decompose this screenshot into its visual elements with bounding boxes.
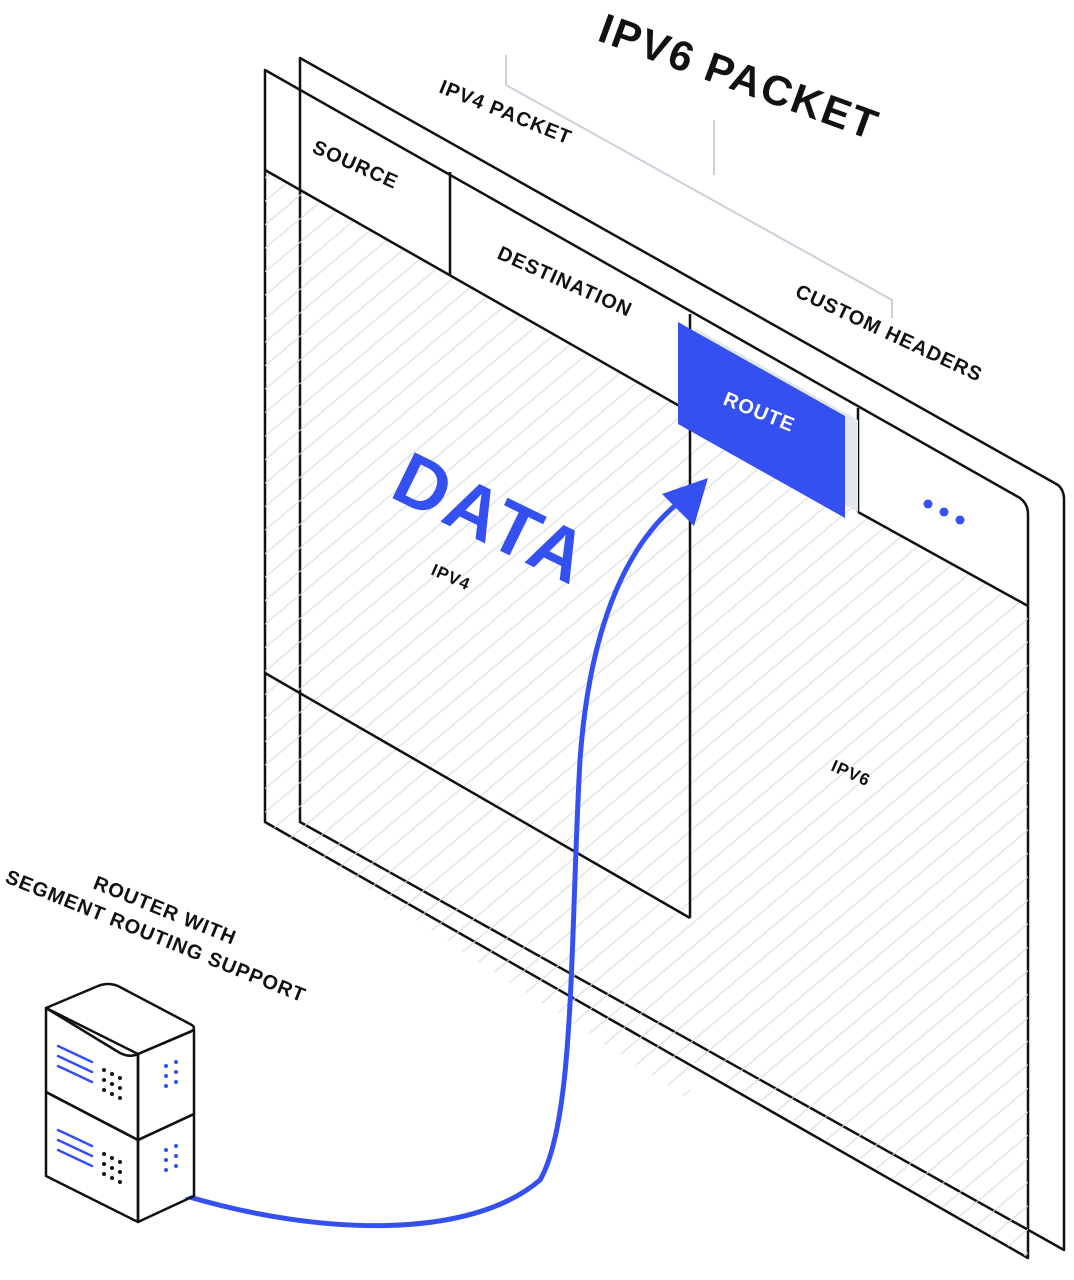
ipv6-packet-bracket xyxy=(505,55,893,318)
router-server-stack-icon xyxy=(44,975,198,1224)
source-label: SOURCE xyxy=(309,136,402,193)
more-headers-ellipsis-icon xyxy=(923,499,965,525)
ipv6-back-panel xyxy=(298,56,1066,1252)
routing-arrow xyxy=(183,497,685,1229)
routing-arrowhead-icon xyxy=(662,478,708,526)
custom-headers-label: CUSTOM HEADERS xyxy=(792,281,986,387)
route-box xyxy=(678,322,845,518)
destination-label: DESTINATION xyxy=(494,242,635,321)
ipv6-packet-title: IPV6 PACKET xyxy=(593,4,886,149)
lower-left-hatch xyxy=(265,673,690,1100)
ipv6-data-area xyxy=(690,412,1028,1258)
